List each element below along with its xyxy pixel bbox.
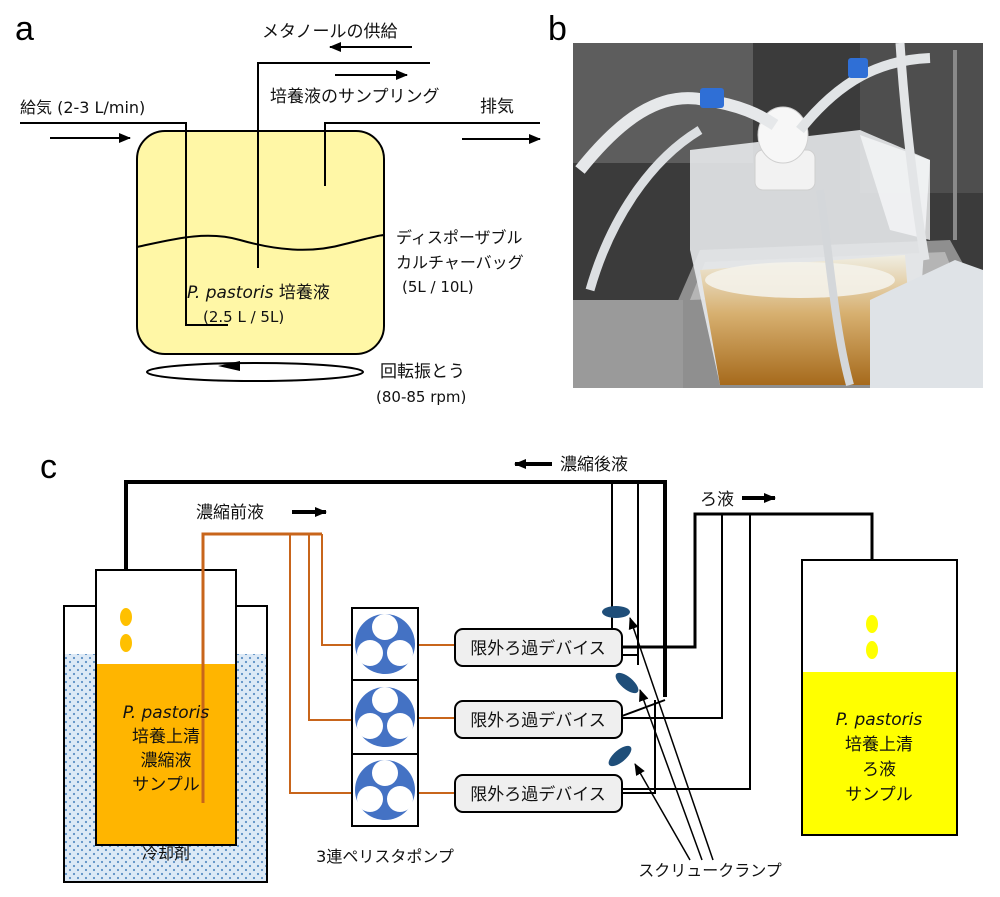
filtrate-line-3 bbox=[622, 514, 751, 790]
filtrate-liquid bbox=[803, 672, 956, 834]
culture-label: P. pastoris 培養液 bbox=[187, 283, 330, 303]
triple-peristaltic-pump bbox=[351, 607, 419, 827]
right-line-4: サンプル bbox=[845, 785, 913, 805]
uf-device-1 bbox=[454, 628, 623, 667]
pump-head-3 bbox=[355, 760, 415, 820]
clamp-label: スクリュークランプ bbox=[638, 861, 782, 880]
clamp-pointer-1 bbox=[628, 617, 714, 861]
panel-label-c: c bbox=[40, 448, 57, 486]
coolant-label: 冷却剤 bbox=[142, 844, 190, 863]
uf-device-label-1: 限外ろ過デバイス bbox=[470, 638, 606, 659]
right-container bbox=[801, 559, 958, 836]
left-line-4: サンプル bbox=[132, 775, 200, 795]
panel-c-diagram: 限外ろ過デバイス 限外ろ過デバイス 限外ろ過デバイス 濃縮後液 濃縮前液 ろ液 … bbox=[63, 455, 958, 883]
pump-head-2 bbox=[355, 687, 415, 747]
pump-label: 3連ペリスタポンプ bbox=[316, 847, 454, 866]
feed-line-3 bbox=[289, 534, 356, 794]
left-line-3: 濃縮液 bbox=[141, 751, 192, 771]
feed-line-1 bbox=[321, 534, 356, 646]
culture-word: 培養液 bbox=[273, 283, 329, 303]
right-line-3: ろ液 bbox=[862, 760, 896, 780]
retentate-return-line bbox=[124, 480, 667, 697]
bag-label-3: (5L / 10L) bbox=[402, 278, 474, 296]
screw-clamp-2 bbox=[615, 672, 639, 694]
culture-bag bbox=[136, 130, 385, 355]
bag-label-1: ディスポーザブル bbox=[396, 228, 523, 247]
liquid-surface bbox=[136, 234, 385, 251]
clamp-pointer-2 bbox=[639, 689, 703, 861]
drop-1 bbox=[120, 608, 132, 626]
feed-line-2 bbox=[308, 534, 356, 721]
pump-head-1 bbox=[355, 614, 415, 674]
right-species: P. pastoris bbox=[836, 710, 923, 730]
uf-device-label-2: 限外ろ過デバイス bbox=[470, 710, 606, 731]
concentrate-liquid bbox=[97, 664, 235, 844]
drop-3 bbox=[866, 615, 878, 633]
sampling-label: 培養液のサンプリング bbox=[270, 87, 440, 107]
culture-volume: (2.5 L / 5L) bbox=[203, 308, 284, 326]
panel-a-diagram: メタノールの供給 培養液のサンプリング 給気 (2-3 L/min) 排気 ディ… bbox=[20, 22, 541, 406]
uf-device-label-3: 限外ろ過デバイス bbox=[470, 784, 606, 805]
methanol-pipe bbox=[257, 62, 430, 268]
filtrate-line-2 bbox=[622, 514, 723, 719]
culture-bag-photo bbox=[573, 42, 983, 388]
shake-arrowhead bbox=[218, 361, 240, 371]
retentate-label: 濃縮後液 bbox=[560, 455, 628, 475]
left-species: P. pastoris bbox=[123, 703, 210, 723]
exhaust-label: 排気 bbox=[480, 97, 514, 117]
uf-device-2 bbox=[454, 700, 623, 739]
panel-label-b: b bbox=[548, 10, 567, 48]
rpm-label: (80-85 rpm) bbox=[376, 388, 466, 406]
filtrate-label: ろ液 bbox=[700, 490, 734, 510]
right-line-2: 培養上清 bbox=[845, 735, 913, 755]
screw-clamp-1 bbox=[602, 606, 630, 618]
shake-ellipse bbox=[146, 362, 364, 382]
clamp-pointer-3 bbox=[634, 763, 691, 861]
bag-label-2: カルチャーバッグ bbox=[396, 253, 524, 272]
uf-device-3 bbox=[454, 774, 623, 813]
screw-clamp-3 bbox=[608, 745, 632, 767]
exhaust-pipe bbox=[324, 122, 540, 186]
culture-species: P. pastoris bbox=[187, 283, 274, 303]
drop-4 bbox=[866, 641, 878, 659]
left-line-2: 培養上清 bbox=[132, 727, 200, 747]
methanol-label: メタノールの供給 bbox=[262, 22, 398, 42]
shake-label: 回転振とう bbox=[380, 362, 465, 382]
filtrate-line-main bbox=[622, 512, 874, 649]
air-inlet-pipe bbox=[20, 122, 228, 326]
air-in-label: 給気 (2-3 L/min) bbox=[20, 98, 145, 117]
drop-2 bbox=[120, 634, 132, 652]
feed-label: 濃縮前液 bbox=[196, 503, 264, 523]
panel-label-a: a bbox=[15, 10, 34, 48]
left-container bbox=[63, 534, 268, 883]
